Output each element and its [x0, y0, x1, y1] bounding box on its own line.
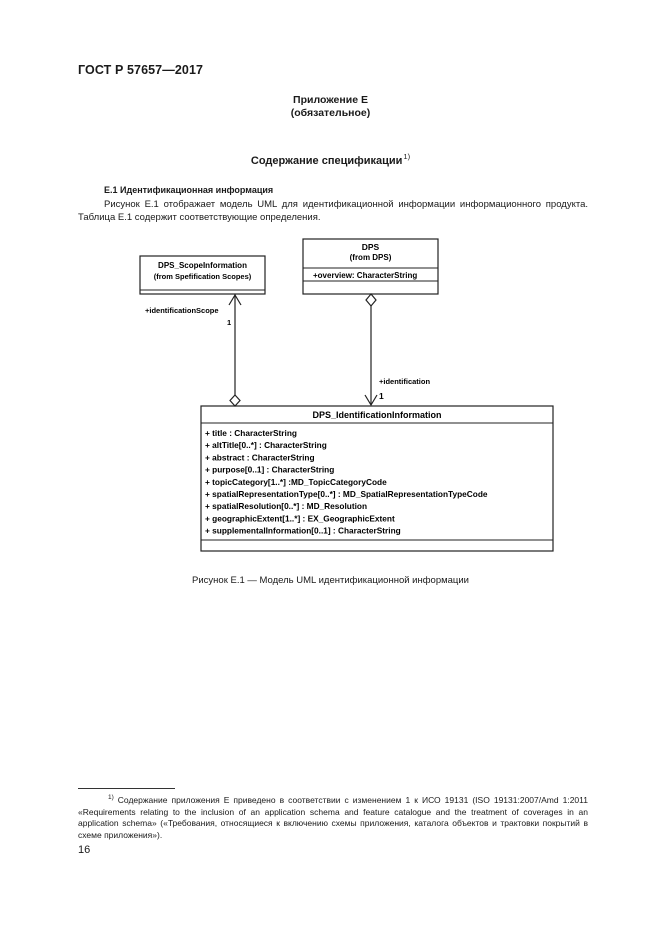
- navigability-arrow-icon: [364, 394, 378, 407]
- scope-class-package: (from Spefification Scopes): [154, 272, 252, 281]
- identification-attribute: + topicCategory[1..*] :MD_TopicCategoryC…: [205, 477, 387, 487]
- identification-attribute: + spatialResolution[0..*] : MD_Resolutio…: [205, 501, 367, 511]
- footnote-reference: 1): [403, 152, 411, 161]
- scope-role-label: +identificationScope: [145, 306, 219, 315]
- aggregation-diamond-icon: [229, 394, 241, 407]
- footnote-mark: 1): [108, 794, 114, 801]
- identification-attribute: + abstract : CharacterString: [205, 452, 315, 462]
- identification-class-name: DPS_IdentificationInformation: [312, 410, 441, 420]
- footnote-divider: [78, 788, 175, 789]
- identification-attribute: + title : CharacterString: [205, 428, 297, 438]
- identification-attribute: + purpose[0..1] : CharacterString: [205, 465, 334, 475]
- scope-association: +identificationScope 1: [145, 293, 242, 407]
- subsection-heading: E.1 Идентификационная информация: [104, 185, 274, 195]
- identification-attribute: + altTitle[0..*] : CharacterString: [205, 440, 327, 450]
- figure-caption: Рисунок E.1 — Модель UML идентификационн…: [192, 575, 469, 586]
- scope-multiplicity: 1: [227, 318, 231, 327]
- dps-class-name: DPS: [362, 242, 380, 252]
- scope-class-box: DPS_ScopeInformation (from Spefification…: [139, 255, 266, 295]
- appendix-status: (обязательное): [290, 107, 371, 119]
- appendix-title: Приложение E: [293, 94, 368, 106]
- identification-attribute-list: + title : CharacterString + altTitle[0..*…: [205, 428, 488, 536]
- scope-class-name: DPS_ScopeInformation: [158, 261, 247, 270]
- document-header: ГОСТ Р 57657—2017: [78, 63, 204, 77]
- dps-class-package: (from DPS): [350, 253, 392, 262]
- identification-attribute: + spatialRepresentationType[0..*] : MD_S…: [205, 489, 488, 499]
- page-number: 16: [78, 844, 91, 856]
- identification-multiplicity: 1: [379, 391, 384, 401]
- footnote: 1)Содержание приложения E приведено в со…: [78, 792, 588, 841]
- dps-class-attribute: +overview: CharacterString: [313, 271, 417, 280]
- dps-class-box: DPS (from DPS) +overview: CharacterStrin…: [302, 238, 439, 295]
- identification-association: +identification 1: [364, 293, 430, 407]
- aggregation-diamond-icon: [365, 293, 377, 307]
- section-title: Содержание спецификации1): [0, 152, 661, 167]
- identification-attribute: + geographicExtent[1..*] : EX_Geographic…: [205, 513, 395, 523]
- identification-class-box: DPS_IdentificationInformation + title : …: [200, 405, 554, 552]
- body-paragraph: Рисунок E.1 отображает модель UML для ид…: [78, 199, 588, 223]
- identification-attribute: + supplementalInformation[0..1] : Charac…: [205, 526, 401, 536]
- navigability-arrow-icon: [228, 293, 242, 306]
- section-title-text: Содержание спецификации: [250, 155, 403, 167]
- footnote-text: Содержание приложения E приведено в соот…: [78, 795, 588, 840]
- identification-role-label: +identification: [379, 377, 430, 386]
